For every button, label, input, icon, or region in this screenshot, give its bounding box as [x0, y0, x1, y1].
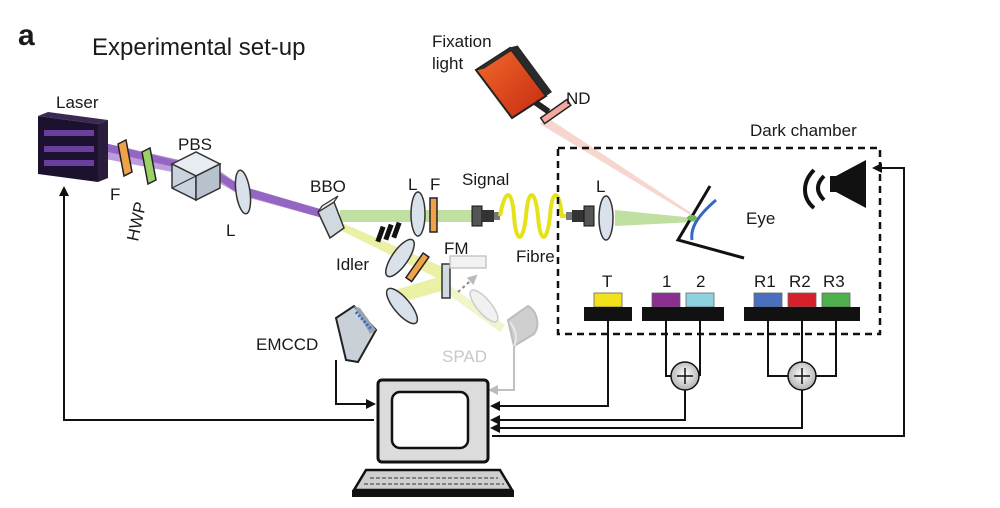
nd-filter-icon	[539, 98, 572, 125]
signal-label: Signal	[462, 170, 509, 189]
pbs-cube-icon	[170, 151, 222, 202]
wire-t	[490, 321, 609, 411]
filter-2-label: F	[430, 175, 440, 194]
fibre-coil	[498, 193, 566, 239]
diagram-title: Experimental set-up	[92, 34, 305, 61]
fixation-light-icon	[474, 45, 552, 120]
signal-beam	[340, 210, 475, 222]
spad-lens-icon	[469, 289, 499, 323]
beam-dump-icon	[375, 221, 402, 243]
wire-r3	[816, 321, 837, 377]
idler-label: Idler	[336, 255, 369, 274]
filter-f-icon	[117, 138, 133, 178]
computer-monitor-icon	[376, 378, 490, 464]
button-r3	[821, 292, 851, 308]
flip-mirror-icon	[441, 255, 487, 299]
fixation-label-line2: light	[432, 54, 463, 73]
wire-emccd	[335, 360, 376, 409]
panel-letter: a	[18, 19, 35, 52]
wire-r-out	[490, 390, 803, 433]
button-1-label: 1	[662, 272, 671, 291]
emccd-lens-icon	[385, 287, 419, 325]
bbo-label: BBO	[310, 177, 346, 196]
lens-icon	[234, 169, 252, 215]
hwp-label: HWP	[123, 200, 150, 243]
fixation-label-line1: Fixation	[432, 32, 492, 51]
button-r3-label: R3	[823, 272, 845, 291]
lens-3-label: L	[596, 177, 605, 196]
button-r1-label: R1	[754, 272, 776, 291]
bbo-crystal-icon	[317, 195, 345, 240]
emccd-label: EMCCD	[256, 335, 318, 354]
buttons-12-base	[642, 307, 724, 321]
lens-2-label: L	[408, 175, 417, 194]
dark-chamber-box	[556, 146, 882, 336]
laser-label: Laser	[56, 93, 99, 112]
button-2-label: 2	[696, 272, 705, 291]
pbs-label: PBS	[178, 135, 212, 154]
emccd-camera-icon	[334, 304, 378, 364]
speaker-icon	[803, 160, 866, 210]
buttons-r-base	[744, 307, 860, 321]
dark-chamber-label: Dark chamber	[750, 121, 857, 140]
keyboard-icon	[351, 468, 515, 497]
eye-label: Eye	[746, 209, 775, 228]
lens-label: L	[226, 221, 235, 240]
nd-label: ND	[566, 89, 591, 108]
filter-2-icon	[429, 197, 438, 233]
button-r2-label: R2	[789, 272, 811, 291]
lens-2-icon	[410, 191, 426, 237]
fibre-coupler-right-icon	[566, 205, 595, 227]
wire-speaker	[492, 163, 905, 437]
button-t-base	[584, 307, 632, 321]
button-1	[651, 292, 681, 308]
eye-icon	[675, 185, 745, 260]
fibre-coupler-left-icon	[471, 205, 500, 227]
idler-filter-icon	[404, 251, 430, 283]
idler-lens-icon	[385, 238, 415, 278]
button-t-label: T	[602, 272, 612, 291]
lens-3-icon	[598, 195, 614, 241]
idler-beam-lower	[395, 275, 445, 300]
laser-icon	[38, 112, 108, 182]
wire-spad	[488, 346, 515, 395]
wire-laser	[59, 186, 374, 421]
button-r2	[787, 292, 817, 308]
laser-beam-core	[99, 142, 332, 220]
spad-label: SPAD	[442, 347, 487, 366]
fixation-beam	[540, 118, 692, 216]
fibre-label: Fibre	[516, 247, 555, 266]
fm-label: FM	[444, 239, 469, 258]
hwp-icon	[141, 146, 157, 186]
spad-detector-icon	[506, 304, 539, 348]
signal-beam-right	[615, 210, 695, 226]
button-2	[685, 292, 715, 308]
button-r1	[753, 292, 783, 308]
wire-r1	[767, 321, 792, 377]
filter-f-label: F	[110, 185, 120, 204]
button-t	[593, 292, 623, 308]
wire-12-out	[490, 390, 686, 425]
